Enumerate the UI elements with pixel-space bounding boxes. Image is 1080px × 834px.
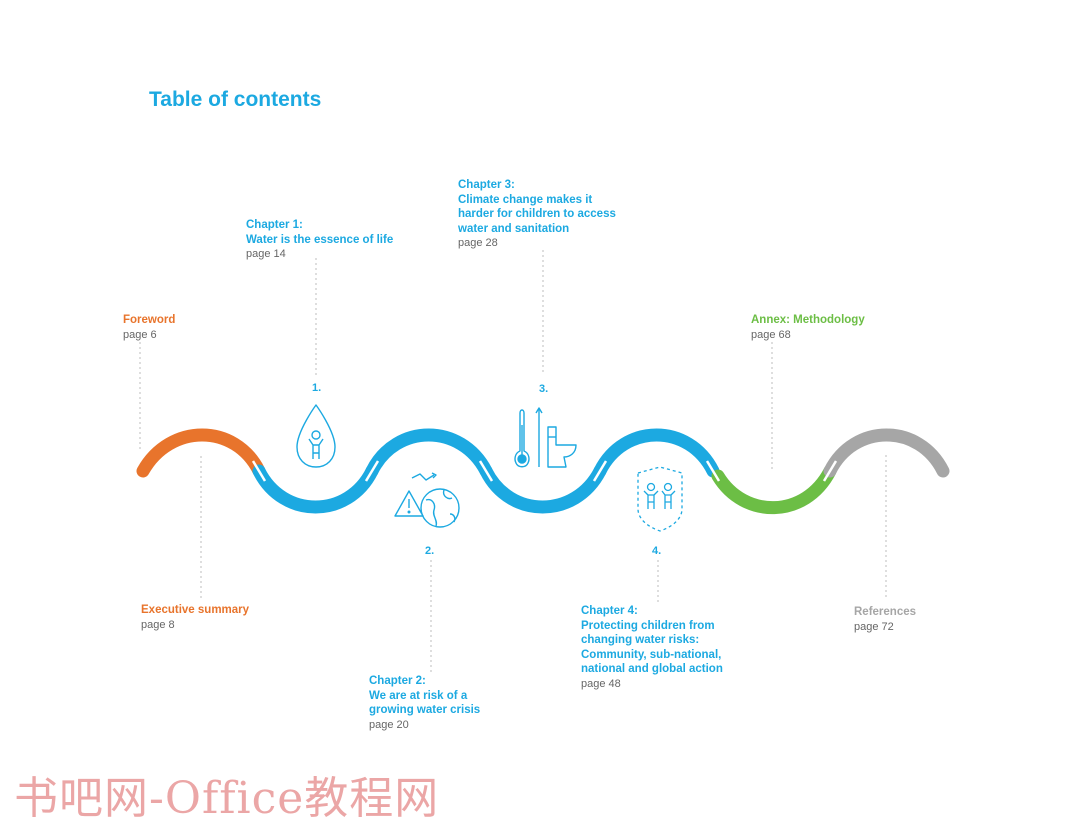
- toc-entry-chapter1[interactable]: Chapter 1: Water is the essence of life …: [246, 218, 393, 262]
- toc-entry-foreword[interactable]: Foreword page 6: [123, 313, 175, 342]
- water-drop-child-icon: [296, 404, 336, 468]
- chapter1-number: 1.: [312, 382, 322, 394]
- chapter3-number: 3.: [539, 383, 549, 395]
- thermometer-toilet-icon: [514, 407, 577, 468]
- foreword-page: page 6: [123, 328, 157, 341]
- toc-entry-chapter3[interactable]: Chapter 3: Climate change makes it harde…: [458, 178, 616, 251]
- toc-entry-annex[interactable]: Annex: Methodology page 68: [751, 313, 865, 342]
- chapter3-page: page 28: [458, 237, 498, 249]
- toc-entry-chapter2[interactable]: Chapter 2: We are at risk of a growing w…: [369, 674, 480, 732]
- executive-summary-title: Executive summary: [141, 604, 250, 616]
- toc-entry-executive-summary[interactable]: Executive summary page 8: [141, 603, 249, 632]
- wave-segment-green: [711, 464, 837, 515]
- chapter1-title: Chapter 1: Water is the essence of life: [246, 219, 394, 246]
- executive-summary-page: page 8: [141, 618, 175, 631]
- wave-segment-blue-2: [365, 428, 493, 478]
- chapter4-number: 4.: [652, 545, 662, 557]
- warning-globe-icon: [394, 472, 460, 528]
- wave-segment-gray: [823, 428, 950, 478]
- chapter3-title: Chapter 3: Climate change makes it harde…: [458, 179, 616, 235]
- chapter4-page: page 48: [581, 677, 621, 690]
- watermark: 书吧网-Office教程网: [14, 773, 440, 824]
- annex-title: Annex: Methodology: [751, 314, 865, 326]
- references-page: page 72: [854, 620, 894, 633]
- chapter1-page: page 14: [246, 248, 286, 260]
- wave-segment-blue-3: [479, 464, 607, 514]
- children-shield-icon: [637, 466, 683, 532]
- chapter2-title: Chapter 2: We are at risk of a growing w…: [369, 675, 481, 716]
- annex-page: page 68: [751, 328, 791, 341]
- toc-entry-chapter4[interactable]: Chapter 4: Protecting children from chan…: [581, 604, 723, 691]
- toc-entry-references[interactable]: References page 72: [854, 605, 916, 634]
- wave-segment-orange: [136, 428, 266, 478]
- page-title: Table of contents: [149, 88, 322, 111]
- chapter4-title: Chapter 4: Protecting children from chan…: [581, 605, 723, 675]
- wave-segment-blue-1: [252, 464, 379, 514]
- chapter2-page: page 20: [369, 718, 409, 731]
- foreword-title: Foreword: [123, 314, 176, 326]
- chapter2-number: 2.: [425, 545, 435, 557]
- references-title: References: [854, 606, 917, 618]
- wave-segment-blue-4: [593, 428, 720, 478]
